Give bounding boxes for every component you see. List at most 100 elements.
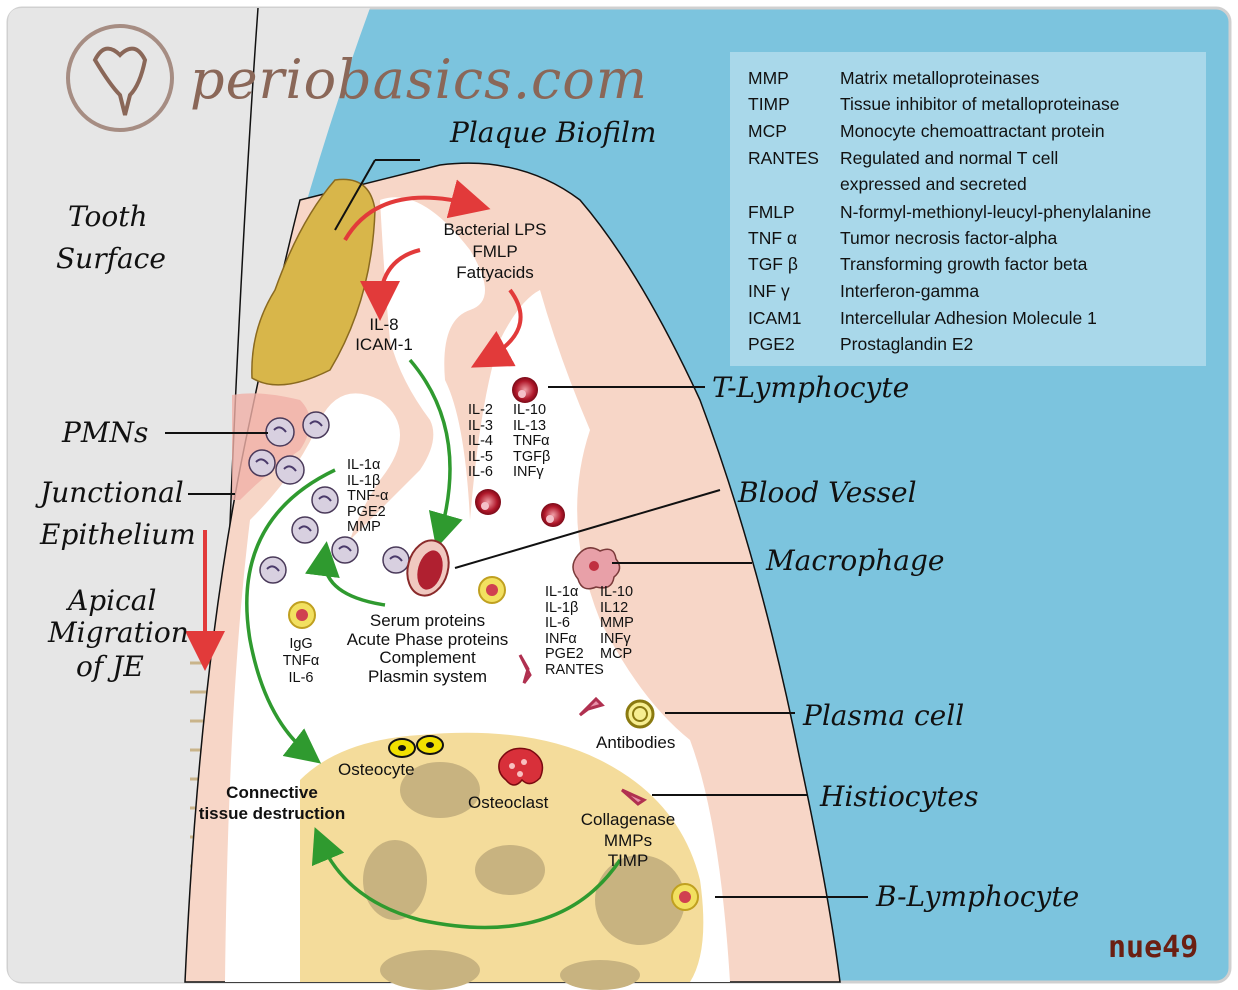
- legend-abbr: FMLP: [748, 202, 795, 222]
- junctional-epithelium: [232, 393, 310, 500]
- tcyt-r-3: TGFβ: [513, 448, 551, 465]
- il8: IL-8: [369, 315, 399, 334]
- tooth-logo-icon: [66, 24, 174, 132]
- junctional-label-2: Epithelium: [40, 518, 196, 551]
- legend-definition: Transforming growth factor beta: [840, 254, 1088, 274]
- b-lymphocyte-icons: [288, 576, 699, 911]
- fmlp: FMLP: [472, 241, 518, 261]
- legend-definition: Intercellular Adhesion Molecule 1: [840, 308, 1097, 328]
- serum-0: Serum proteins: [369, 611, 486, 630]
- pointer-lines: [165, 386, 868, 898]
- arrow-pmn-to-ct: [245, 468, 336, 764]
- bacterial-lps: Bacterial LPS: [443, 220, 547, 239]
- coll-1: MMPs: [603, 830, 653, 850]
- logo-text: periobasics.com: [190, 48, 648, 111]
- tcyt-l-0: IL-2: [468, 402, 493, 418]
- legend-definition: Interferon-gamma: [840, 281, 980, 301]
- tcyt-r-1: IL-13: [513, 417, 547, 434]
- tooth-surface-label-2: Surface: [56, 242, 166, 275]
- icam1: ICAM-1: [355, 335, 413, 354]
- arrow-collagenase-to-ct: [311, 827, 622, 930]
- mac-r-4: MCP: [600, 646, 633, 662]
- mac-l-2: IL-6: [545, 615, 570, 631]
- macrophage-cytokines-left: IL-1α IL-1β IL-6 INFα PGE2 RANTES: [545, 584, 604, 678]
- signature: nue49: [1108, 930, 1199, 965]
- histiocyte-icons: [518, 654, 648, 806]
- mac-l-0: IL-1α: [545, 584, 579, 600]
- collagenase-label: Collagenase MMPs TIMP: [568, 810, 688, 872]
- tooth-surface-label-1: Tooth: [68, 200, 148, 233]
- bone-pores: [363, 762, 685, 990]
- legend-abbr: PGE2: [748, 334, 795, 354]
- legend-definition: Monocyte chemoattractant protein: [840, 121, 1105, 141]
- legend-definition: N-formyl-methionyl-leucyl-phenylalanine: [840, 202, 1152, 222]
- tcyt-l-1: IL-3: [468, 417, 493, 434]
- coll-0: Collagenase: [580, 810, 676, 829]
- serum-1: Acute Phase proteins: [346, 629, 509, 649]
- legend-abbr: TGF β: [748, 254, 798, 274]
- legend-definition: Matrix metalloproteinases: [840, 68, 1040, 88]
- plasma-cell-icon: [625, 699, 655, 729]
- apical-label-3: of JE: [76, 650, 144, 683]
- pmn-med-3: PGE2: [347, 503, 386, 520]
- t-lymphocyte-icons: [475, 377, 565, 527]
- bprod-2: IL-6: [288, 670, 314, 686]
- t-cytokines-left: IL-2 IL-3 IL-4 IL-5 IL-6: [468, 402, 493, 481]
- il8-labels: IL-8 ICAM-1: [344, 315, 424, 355]
- plaque-biofilm-label: Plaque Biofilm: [450, 116, 657, 149]
- blood-vessel-icon: [406, 539, 450, 597]
- osteoclast-label: Osteoclast: [468, 793, 549, 812]
- mac-r-3: INFγ: [600, 630, 631, 647]
- mac-r-0: IL-10: [600, 584, 634, 600]
- legend-definition: expressed and secreted: [840, 174, 1027, 194]
- legend-definition: Tumor necrosis factor-alpha: [840, 228, 1058, 248]
- mac-l-4: PGE2: [545, 646, 584, 662]
- legend-definition: Regulated and normal T cell: [840, 148, 1059, 168]
- tcyt-l-3: IL-5: [468, 448, 493, 465]
- antibodies-label: Antibodies: [596, 733, 676, 752]
- legend-abbr: TIMP: [748, 94, 790, 114]
- ct-0: Connective: [226, 783, 318, 802]
- tcyt-l-4: IL-6: [468, 464, 493, 480]
- tcyt-l-2: IL-4: [468, 433, 493, 449]
- mac-l-3: INFα: [545, 630, 577, 647]
- apical-label-1: Apical: [68, 584, 157, 617]
- apical-label-2: Migration: [48, 616, 189, 649]
- tcyt-r-4: INFγ: [513, 464, 544, 480]
- arrow-lps-to-tcell: [470, 288, 523, 368]
- tcyt-r-2: TNFα: [513, 433, 550, 449]
- macrophage-label: Macrophage: [766, 544, 945, 577]
- coll-2: TIMP: [607, 851, 649, 870]
- osteocyte-icons: [388, 735, 444, 758]
- osteoclast-icon: [498, 747, 544, 786]
- macrophage-icon: [572, 547, 621, 590]
- pmn-med-0: IL-1α: [347, 457, 381, 473]
- ct-1: tissue destruction: [198, 804, 346, 823]
- mac-l-5: RANTES: [545, 661, 604, 678]
- bprod-1: TNFα: [282, 653, 320, 669]
- arrow-il8-to-vessel: [408, 358, 463, 549]
- plasma-cell-label: Plasma cell: [803, 699, 965, 732]
- legend-definition: Prostaglandin E2: [840, 334, 974, 354]
- legend-abbr: MMP: [748, 68, 789, 88]
- arrow-lps-to-il8: [360, 248, 421, 321]
- legend-abbr: TNF α: [748, 228, 797, 248]
- mac-l-1: IL-1β: [545, 599, 579, 616]
- legend-abbr: ICAM1: [748, 308, 802, 328]
- serum-2: Complement: [379, 648, 476, 667]
- osteocyte-label: Osteocyte: [338, 760, 415, 779]
- pmn-med-4: MMP: [347, 519, 381, 535]
- b-products: IgG TNFα IL-6: [275, 636, 327, 687]
- pmn-mediators: IL-1α IL-1β TNF-α PGE2 MMP: [347, 457, 388, 536]
- serum-3: Plasmin system: [367, 666, 488, 686]
- b-lymphocyte-label: B-Lymphocyte: [876, 880, 1080, 913]
- arrow-serum-to-pmn: [305, 541, 386, 607]
- t-lymphocyte-label: T-Lymphocyte: [712, 371, 910, 404]
- t-cytokines-right: IL-10 IL-13 TNFα TGFβ INFγ: [513, 402, 551, 481]
- serum-proteins: Serum proteins Acute Phase proteins Comp…: [330, 611, 525, 686]
- histiocytes-label: Histiocytes: [820, 780, 979, 813]
- legend-definition: Tissue inhibitor of metalloproteinase: [840, 94, 1120, 114]
- fattyacids: Fattyacids: [456, 263, 534, 282]
- bprod-0: IgG: [289, 636, 313, 652]
